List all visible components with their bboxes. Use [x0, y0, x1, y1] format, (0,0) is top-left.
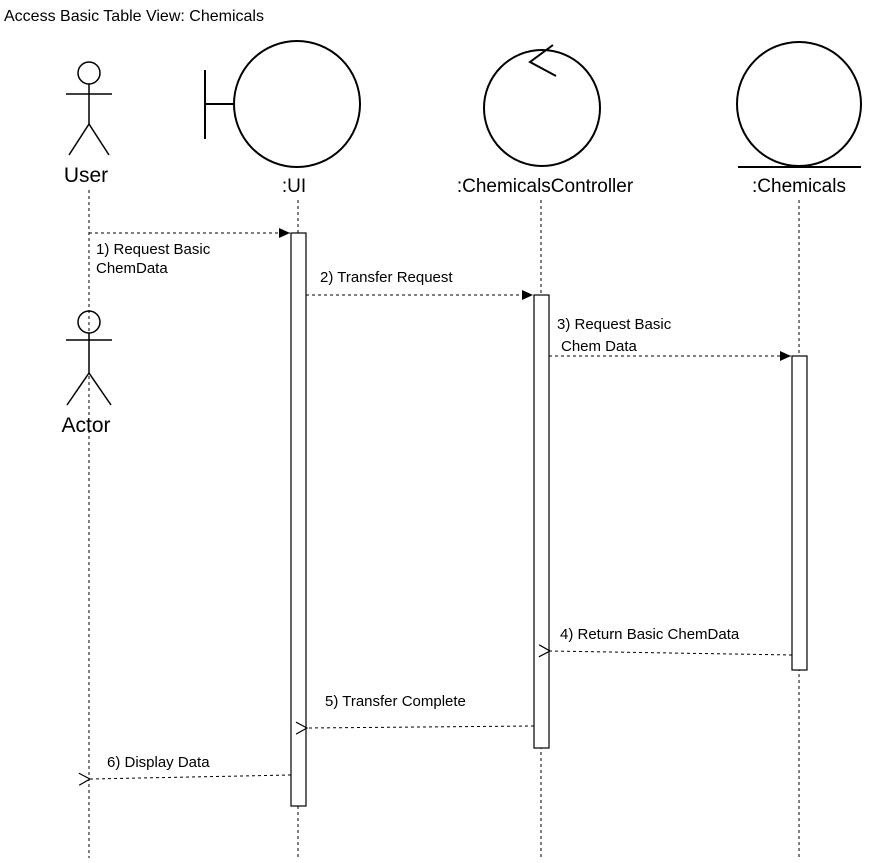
participant-ui-label: :UI: [282, 176, 306, 197]
participant-user-label: User: [64, 164, 108, 187]
participant-chemicals-label: :Chemicals: [752, 176, 846, 197]
activation-chemicals-controller: [533, 294, 550, 749]
entity-icon: [736, 41, 862, 168]
boundary-icon: [204, 40, 361, 168]
user-actor-icon: [66, 61, 112, 156]
activation-chemicals: [791, 355, 808, 671]
control-icon: [483, 44, 601, 167]
diagram-title: Access Basic Table View: Chemicals: [4, 8, 264, 25]
actor-icon: [66, 310, 112, 406]
message-1-label: 1) Request Basic ChemData: [96, 241, 214, 277]
activation-ui: [290, 232, 307, 807]
message-5-label: 5) Transfer Complete: [325, 693, 466, 710]
message-6-arrow: [90, 775, 292, 779]
message-2-label: 2) Transfer Request: [320, 269, 453, 286]
message-4-label: 4) Return Basic ChemData: [560, 626, 740, 643]
message-3-label: 3) Request Basic Chem Data: [557, 316, 675, 355]
participant-actor-label: Actor: [61, 414, 110, 437]
participant-chemicals-controller-label: :ChemicalsController: [457, 176, 634, 197]
message-5-arrow: [307, 726, 535, 728]
message-4-arrow: [550, 651, 793, 655]
message-6-label: 6) Display Data: [107, 754, 210, 771]
